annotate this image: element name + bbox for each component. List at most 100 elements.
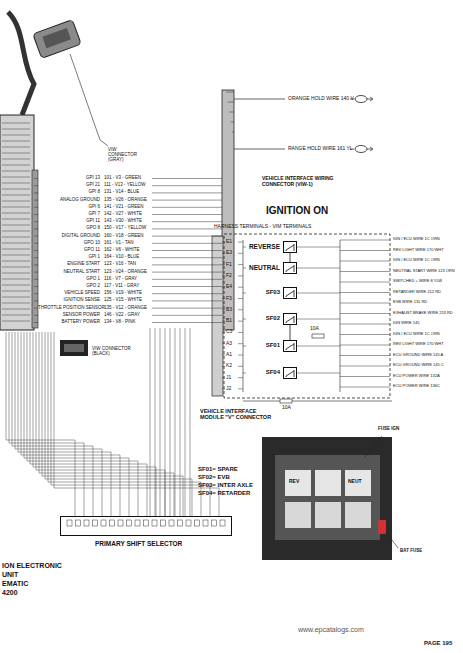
relay-box: REVERSE	[283, 241, 297, 253]
wire-line	[34, 279, 38, 280]
wire-line	[340, 240, 390, 241]
signal-name: GPI 13	[38, 176, 100, 181]
pin-name: K2	[226, 363, 232, 369]
wire-line	[152, 322, 222, 323]
wire-line	[297, 293, 340, 294]
wire-label: REV LIGHT WIRE 170 WHT	[393, 248, 444, 252]
relay-name: SF04	[266, 369, 280, 376]
legend-note: SF03= INTER AXLE	[198, 482, 253, 489]
wire-line	[340, 250, 390, 251]
wire-label: RETARDER WIRE 212 RD	[393, 290, 441, 294]
wire-line	[152, 308, 222, 309]
wire-line	[34, 250, 38, 251]
wire-line	[243, 293, 246, 294]
wire-line	[30, 332, 147, 516]
wire-line	[152, 243, 222, 244]
fuse-box-photo	[262, 436, 398, 560]
wire-label: 146 - V22 - GRAY	[104, 313, 140, 318]
wire-line	[34, 228, 38, 229]
pin-name: F3	[226, 296, 232, 302]
wire-line	[243, 346, 246, 347]
pin-name: E1	[226, 239, 232, 245]
wire-line	[243, 373, 246, 374]
pin-name: J1	[226, 375, 231, 381]
wire-line	[238, 388, 243, 389]
signal-name: GPO 11	[38, 248, 100, 253]
module-label: VEHICLE INTERFACE MODULE "V" CONNECTOR	[200, 408, 280, 420]
relay-contact-symbol	[284, 368, 296, 378]
wire-connector	[290, 253, 291, 262]
wire-label: 160 - V18 - GREEN	[104, 234, 144, 239]
wire-label: IGN WIRE 145	[393, 321, 419, 325]
wire-line	[238, 275, 243, 276]
wire-line	[190, 328, 191, 516]
legend-note: SF02= EVB	[198, 474, 230, 481]
wire-line	[222, 343, 225, 344]
pin-name: B3	[226, 307, 232, 313]
signal-name: VEHICLE SPEED	[38, 291, 100, 296]
wire-line	[34, 322, 38, 323]
wire-line	[152, 315, 222, 316]
wire-line	[297, 373, 340, 374]
wire-line	[297, 247, 340, 248]
wire-line	[34, 185, 38, 186]
wire-line	[243, 247, 246, 248]
wire-line	[152, 279, 222, 280]
wire-line	[152, 272, 222, 273]
wire-line	[36, 332, 165, 516]
wire-line	[222, 332, 225, 333]
wire-line	[180, 328, 181, 516]
wire-line	[51, 332, 210, 516]
wire-line	[24, 332, 129, 516]
wire-line	[34, 243, 38, 244]
wire-line	[340, 303, 390, 304]
wire-line	[34, 308, 38, 309]
wire-line	[238, 343, 243, 344]
wire-label: EXHAUST BRAKE WIRE 213 RD	[393, 311, 453, 315]
signal-name: GPI 7	[38, 212, 100, 217]
watermark: www.epcatalogs.com	[298, 626, 364, 634]
title-fragment: ION ELECTRONIC	[2, 562, 62, 570]
signal-name: GPO 10	[38, 241, 100, 246]
wire-line	[152, 264, 222, 265]
wire-line	[238, 298, 243, 299]
pin-name: E4	[226, 284, 232, 290]
wire-line	[152, 293, 222, 294]
wire-label: 135 - V12 - ORANGE	[104, 306, 147, 311]
pin-name: A1	[226, 352, 232, 358]
wire-label: ORANGE HOLD WIRE 140 V	[288, 96, 354, 102]
wire-line	[340, 345, 390, 346]
signal-name: ENGINE START	[38, 262, 100, 267]
signal-name: GPO 8	[38, 226, 100, 231]
wire-line	[297, 319, 340, 320]
relay-box: SF02	[283, 313, 297, 325]
wire-line	[238, 355, 243, 356]
title-fragment: EMATIC	[2, 580, 28, 588]
wire-label: 117 - V11 - GRAY	[104, 284, 139, 289]
title-fragment: 4200	[2, 589, 18, 597]
wire-line	[340, 271, 390, 272]
ecu-drawing	[0, 115, 38, 330]
wire-line	[34, 214, 38, 215]
wire-line	[185, 328, 186, 516]
wire-line	[152, 214, 222, 215]
wire-label: 101 - V3 - GREEN	[104, 176, 141, 181]
pin-name: C3	[226, 329, 232, 335]
wire-label: IGN / ECU WIRE 1C ORN	[393, 332, 440, 336]
wire-line	[27, 332, 138, 516]
wire-label: REV LIGHT WIRE 170 WHT	[393, 342, 444, 346]
pin-row-symbol	[61, 517, 231, 535]
wire-label: 125 - V15 - WHITE	[104, 298, 142, 303]
wire-line	[222, 298, 225, 299]
wire-line	[226, 92, 234, 93]
connector-label: VIW CONNECTOR (BLACK)	[92, 347, 140, 357]
pin-name: J2	[226, 386, 231, 392]
wire-line	[340, 387, 390, 388]
fuse-rating: 10A	[282, 405, 291, 411]
wire-line	[222, 264, 225, 265]
relay-name: NEUTRAL	[249, 264, 280, 271]
black-connector-drawing	[60, 340, 88, 356]
pin-name: E3	[226, 250, 232, 256]
